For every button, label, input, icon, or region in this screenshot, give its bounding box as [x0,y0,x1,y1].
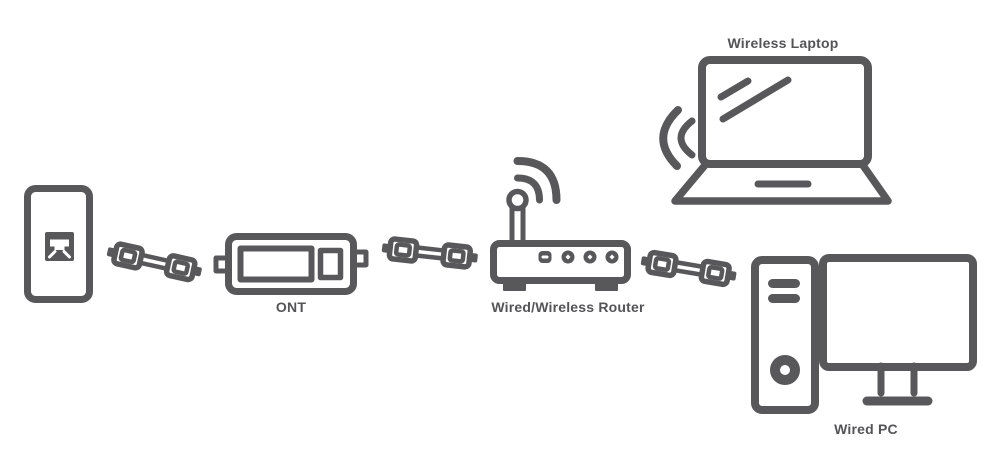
wireless-router-icon [490,157,631,291]
desktop-pc-icon [751,254,977,414]
ethernet-cable-icon [381,238,479,268]
laptop-icon [659,56,892,205]
ethernet-cable-icon [105,242,203,282]
wall-ethernet-outlet-icon [24,185,93,303]
router-label: Wired/Wireless Router [491,299,645,315]
wifi-waves-icon [513,157,561,204]
pc-label: Wired PC [834,421,898,437]
ont-modem-icon [213,233,369,295]
laptop-label: Wireless Laptop [727,35,839,51]
wifi-waves-icon [659,106,696,170]
ont-label: ONT [275,299,307,315]
ethernet-cable-icon [640,251,738,287]
